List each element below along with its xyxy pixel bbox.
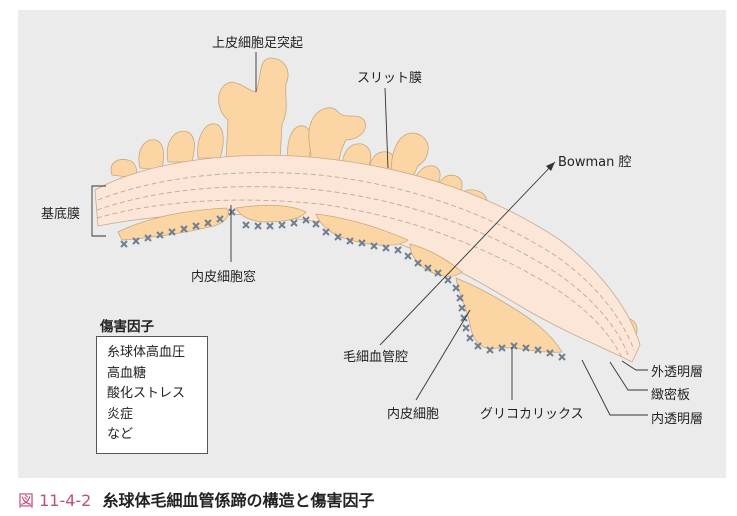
glycocalyx-x-mark: [404, 252, 412, 260]
glycocalyx-x-mark: [168, 228, 176, 236]
leader-lines: [91, 52, 648, 416]
glycocalyx-x-mark: [156, 231, 164, 239]
glycocalyx-x-mark: [522, 344, 530, 352]
glomerular-capillary-diagram: [91, 52, 648, 416]
glycocalyx-x-mark: [546, 349, 554, 357]
glycocalyx-x-mark: [192, 222, 200, 230]
label-capillary-lumen: 毛細血管腔: [343, 350, 409, 365]
glycocalyx-x-mark: [452, 284, 460, 292]
glycocalyx-x-mark: [346, 237, 354, 245]
label-endothelial-cell: 内皮細胞: [387, 407, 440, 422]
glycocalyx-marks: [120, 208, 566, 361]
glycocalyx-x-mark: [278, 221, 286, 229]
glycocalyx-x-mark: [414, 259, 422, 267]
factor-item: 高血糖: [107, 365, 147, 381]
label-glycocalyx: グリコカリックス: [480, 407, 584, 422]
figure-caption: 図 11-4-2 糸球体毛細血管係蹄の構造と傷害因子: [18, 487, 374, 511]
glycocalyx-x-mark: [394, 246, 402, 254]
label-lamina-rara-interna: 内透明層: [651, 412, 704, 427]
glycocalyx-x-mark: [242, 221, 250, 229]
glycocalyx-x-mark: [534, 346, 542, 354]
label-fenestra: 内皮細胞窓: [191, 270, 257, 285]
label-podocyte-foot: 上皮細胞足突起: [212, 36, 304, 51]
glycocalyx-x-mark: [302, 216, 310, 224]
glycocalyx-x-mark: [180, 225, 188, 233]
glycocalyx-x-mark: [382, 244, 390, 252]
glycocalyx-x-mark: [228, 208, 236, 216]
label-bowman: Bowman 腔: [558, 155, 632, 170]
glycocalyx-x-mark: [216, 215, 224, 223]
figure-title: 糸球体毛細血管係蹄の構造と傷害因子: [102, 491, 375, 510]
glycocalyx-x-mark: [370, 242, 378, 250]
glycocalyx-x-mark: [444, 276, 452, 284]
glycocalyx-x-mark: [254, 222, 262, 230]
label-basement-membrane: 基底膜: [41, 207, 81, 222]
glycocalyx-x-mark: [456, 294, 464, 302]
endothelial-layer: [117, 204, 563, 353]
membrane-lines: [96, 172, 635, 359]
glycocalyx-x-mark: [358, 239, 366, 247]
glycocalyx-x-mark: [144, 234, 152, 242]
factors-title: 傷害因子: [100, 319, 154, 335]
glycocalyx-x-mark: [424, 264, 432, 272]
glycocalyx-x-mark: [474, 342, 482, 350]
glycocalyx-x-mark: [334, 233, 342, 241]
glycocalyx-x-mark: [558, 353, 566, 361]
glycocalyx-x-mark: [466, 334, 474, 342]
label-slit-membrane: スリット膜: [357, 71, 423, 86]
factor-item: 酸化ストレス: [107, 386, 186, 401]
glycocalyx-x-mark: [312, 220, 320, 228]
glycocalyx-x-mark: [462, 324, 470, 332]
label-lamina-rara-externa: 外透明層: [651, 365, 704, 380]
factor-item: など: [107, 427, 134, 442]
glycocalyx-x-mark: [322, 228, 330, 236]
glycocalyx-x-mark: [266, 222, 274, 230]
glycocalyx-x-mark: [486, 346, 494, 354]
glycocalyx-x-mark: [120, 240, 128, 248]
glycocalyx-x-mark: [458, 304, 466, 312]
factor-item: 糸球体高血圧: [107, 345, 186, 360]
bowman-arrow-icon: [546, 162, 555, 171]
glycocalyx-x-mark: [132, 237, 140, 245]
glycocalyx-x-mark: [434, 269, 442, 277]
glycocalyx-x-mark: [204, 219, 212, 227]
factors-box: 糸球体高血圧 高血糖 酸化ストレス 炎症 など: [96, 336, 208, 454]
glycocalyx-x-mark: [290, 219, 298, 227]
label-lamina-densa: 緻密板: [651, 388, 691, 403]
basement-membrane-band: [94, 155, 641, 363]
factor-item: 炎症: [107, 406, 134, 422]
figure-number: 図 11-4-2: [18, 491, 92, 510]
glycocalyx-x-mark: [498, 344, 506, 352]
